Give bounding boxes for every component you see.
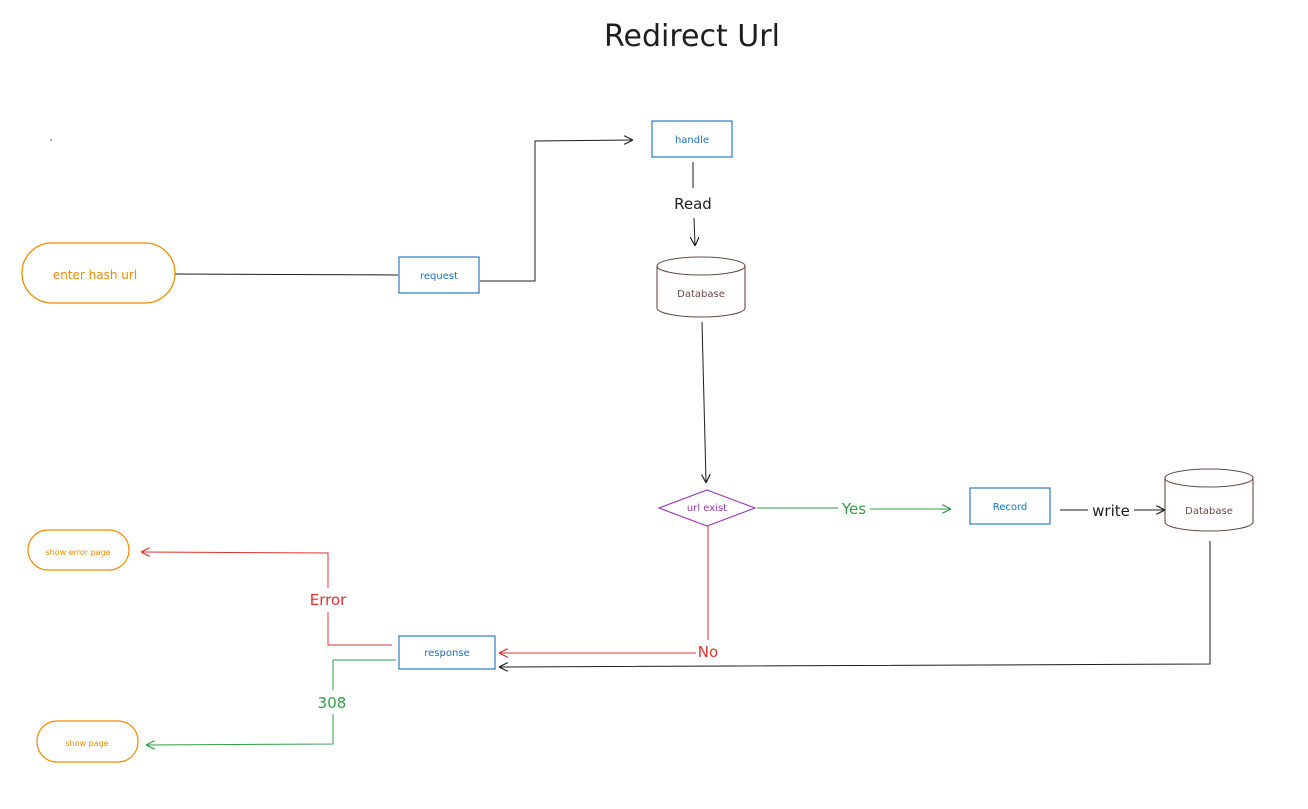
node-database-write[interactable]: Database [1164, 468, 1254, 532]
node-response[interactable]: response [398, 635, 496, 670]
edge-response-to-error [142, 552, 392, 646]
node-request-label: request [420, 271, 458, 282]
node-record[interactable]: Record [969, 487, 1051, 525]
node-enter-hash-url-label: enter hash url [53, 268, 137, 282]
node-record-label: Record [993, 502, 1028, 513]
edge-handle-to-database [693, 162, 695, 245]
edge-decision-to-record [757, 508, 950, 509]
edge-database-to-response [500, 541, 1211, 667]
edge-label-error: Error [310, 591, 347, 609]
node-handle[interactable]: handle [651, 120, 733, 158]
node-database-read[interactable]: Database [656, 256, 746, 318]
edge-label-no: No [698, 643, 718, 661]
stray-dot [50, 139, 52, 141]
node-show-page[interactable]: show page [36, 720, 139, 763]
node-url-exist[interactable]: url exist [657, 489, 757, 527]
node-database-read-label: Database [677, 289, 725, 300]
edge-label-read: Read [674, 195, 712, 213]
node-response-label: response [424, 648, 469, 659]
edge-label-308: 308 [318, 694, 347, 712]
diagram-title: Redirect Url [604, 19, 780, 54]
edge-response-to-show-page [147, 659, 396, 745]
node-database-write-label: Database [1185, 506, 1233, 517]
edge-decision-to-response [500, 526, 709, 653]
edge-request-to-handle [480, 140, 632, 282]
node-url-exist-label: url exist [687, 503, 727, 514]
node-request[interactable]: request [398, 256, 480, 294]
node-enter-hash-url[interactable]: enter hash url [21, 242, 176, 304]
edge-label-write: write [1092, 502, 1130, 520]
edge-label-yes: Yes [841, 500, 866, 518]
edge-database-to-decision [702, 321, 706, 482]
edge-enter-to-request [174, 273, 399, 276]
node-handle-label: handle [675, 135, 709, 146]
node-show-error-page-label: show error page [45, 548, 110, 557]
node-show-error-page[interactable]: show error page [27, 529, 130, 571]
node-show-page-label: show page [65, 739, 108, 748]
